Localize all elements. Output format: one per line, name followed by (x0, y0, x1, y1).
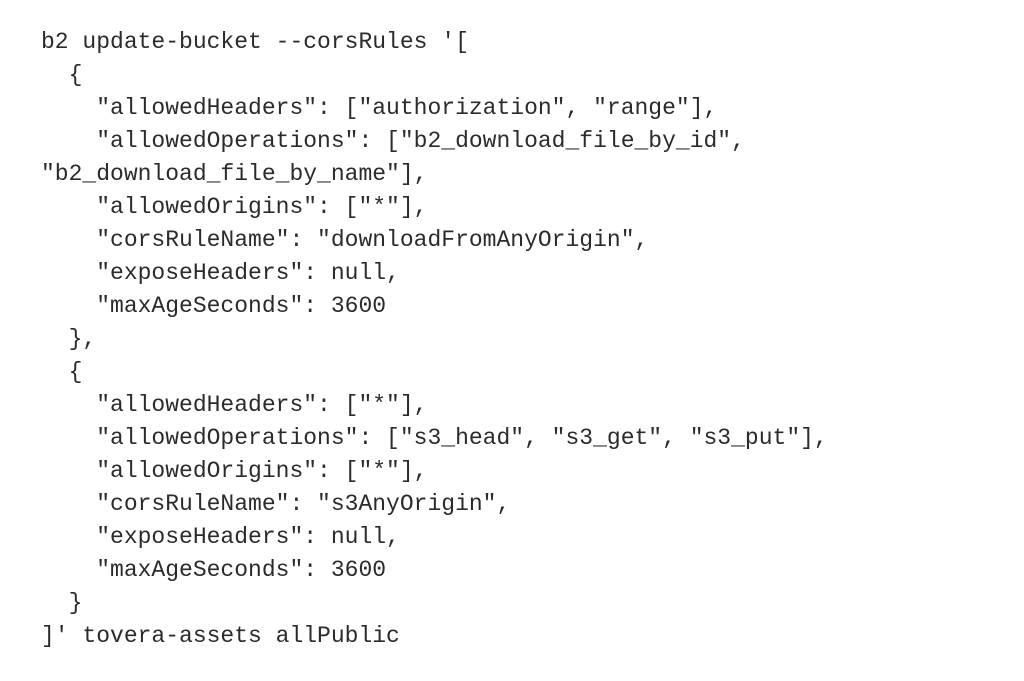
code-block: b2 update-bucket --corsRules '[ { "allow… (41, 26, 1001, 653)
code-line: { (41, 359, 83, 385)
code-line: } (41, 590, 83, 616)
code-line: "allowedOperations": ["b2_download_file_… (41, 128, 745, 154)
code-line-final: ]' tovera-assets allPublic (41, 623, 400, 649)
code-line: "exposeHeaders": null, (41, 260, 400, 286)
code-line: "corsRuleName": "downloadFromAnyOrigin", (41, 227, 649, 253)
code-line: "allowedOperations": ["s3_head", "s3_get… (41, 425, 828, 451)
code-line: "corsRuleName": "s3AnyOrigin", (41, 491, 511, 517)
code-line: "allowedHeaders": ["authorization", "ran… (41, 95, 718, 121)
code-line: "exposeHeaders": null, (41, 524, 400, 550)
code-line: "allowedOrigins": ["*"], (41, 194, 428, 220)
code-line: "maxAgeSeconds": 3600 (41, 557, 387, 583)
code-line: "allowedHeaders": ["*"], (41, 392, 428, 418)
code-line: { (41, 62, 83, 88)
code-line-command: b2 update-bucket --corsRules '[ (41, 29, 469, 55)
code-line: }, (41, 326, 97, 352)
code-line: "allowedOrigins": ["*"], (41, 458, 428, 484)
code-line: "b2_download_file_by_name"], (41, 161, 428, 187)
code-line: "maxAgeSeconds": 3600 (41, 293, 387, 319)
